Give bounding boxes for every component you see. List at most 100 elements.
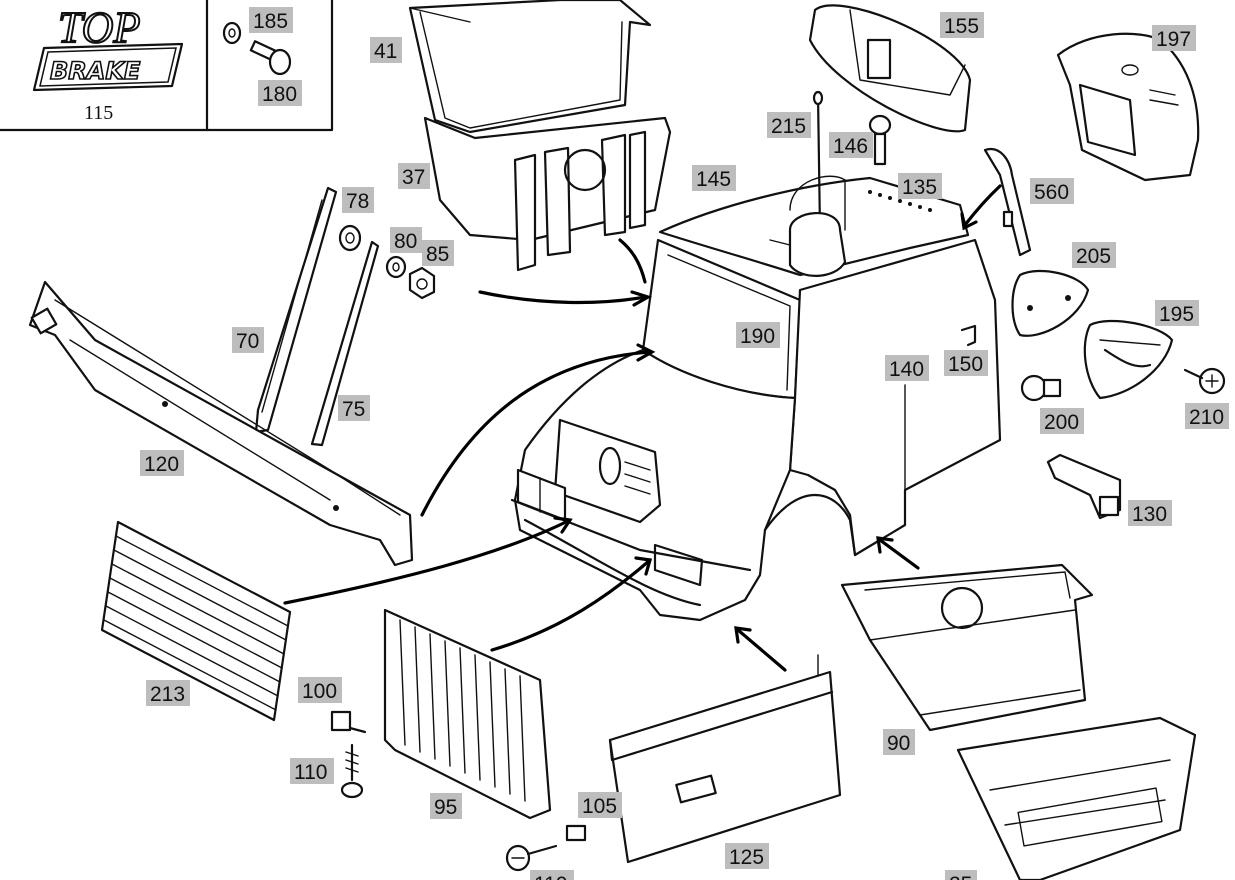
part-label-text: 120 bbox=[144, 453, 179, 476]
part-label-bg bbox=[290, 758, 334, 784]
part-label-bg bbox=[249, 7, 293, 33]
screw-row-icon bbox=[868, 190, 932, 212]
part-label-text: 210 bbox=[1189, 406, 1224, 429]
antenna-icon bbox=[769, 90, 847, 277]
trim-strip-75-icon bbox=[310, 240, 380, 447]
part-label-text: 125 bbox=[729, 846, 764, 869]
part-label-85: 85 bbox=[422, 240, 454, 266]
step-box-25-icon bbox=[956, 716, 1197, 880]
spacer-icon bbox=[338, 224, 362, 252]
part-label-75: 75 bbox=[338, 395, 370, 421]
part-label-bg bbox=[1072, 242, 1116, 268]
part-label-150: 150 bbox=[944, 350, 988, 376]
screw-110b-icon bbox=[505, 844, 558, 872]
part-label-560: 560 bbox=[1030, 178, 1074, 204]
part-label-text: 37 bbox=[402, 166, 425, 189]
cowl-panel-icon bbox=[28, 280, 414, 567]
sun-visor-icon bbox=[808, 4, 972, 133]
part-label-bg bbox=[945, 870, 977, 880]
part-label-bg bbox=[725, 843, 769, 869]
part-label-180: 180 bbox=[258, 80, 302, 106]
part-label-text: 110 bbox=[534, 873, 567, 880]
assembly-arrows bbox=[283, 184, 1002, 672]
part-label-bg bbox=[232, 327, 264, 353]
part-label-bg bbox=[390, 227, 422, 253]
part-label-80: 80 bbox=[390, 227, 422, 253]
part-label-145: 145 bbox=[692, 165, 736, 191]
part-label-text: 180 bbox=[262, 83, 297, 106]
part-label-bg bbox=[398, 163, 430, 189]
nut-icon bbox=[408, 266, 436, 300]
part-label-155: 155 bbox=[940, 12, 984, 38]
clip-100-icon bbox=[330, 710, 367, 734]
part-label-bg bbox=[530, 870, 574, 880]
washer-icon bbox=[222, 21, 242, 45]
part-label-bg bbox=[940, 12, 984, 38]
washer-80-icon bbox=[385, 255, 407, 279]
cab-body bbox=[510, 176, 1002, 622]
trim-strip-70-icon bbox=[254, 186, 338, 434]
part-label-105: 105 bbox=[578, 792, 622, 818]
part-label-195: 195 bbox=[1155, 300, 1199, 326]
part-label-bg bbox=[1128, 500, 1172, 526]
part-label-41: 41 bbox=[370, 37, 402, 63]
clip-icon bbox=[960, 324, 977, 347]
part-label-bg bbox=[1152, 25, 1196, 51]
part-label-text: 130 bbox=[1132, 503, 1167, 526]
part-label-135: 135 bbox=[898, 173, 942, 199]
part-label-text: 190 bbox=[740, 325, 775, 348]
part-label-text: 146 bbox=[833, 135, 868, 158]
part-label-190: 190 bbox=[736, 322, 780, 348]
part-label-text: 100 bbox=[302, 680, 337, 703]
handle-icon bbox=[1046, 453, 1122, 520]
part-label-100: 100 bbox=[298, 677, 342, 703]
part-label-37: 37 bbox=[398, 163, 430, 189]
part-label-130: 130 bbox=[1128, 500, 1172, 526]
step-box-90-icon bbox=[840, 563, 1094, 732]
part-label-bg bbox=[1030, 178, 1074, 204]
lamp-housing-icon bbox=[1083, 319, 1174, 400]
grille-213-icon bbox=[100, 520, 292, 722]
part-label-text: 197 bbox=[1156, 28, 1191, 51]
part-label-bg bbox=[1155, 300, 1199, 326]
part-label-text: 78 bbox=[346, 190, 369, 213]
part-label-120: 120 bbox=[140, 450, 184, 476]
part-label-text: 215 bbox=[771, 115, 806, 138]
part-label-text: 105 bbox=[582, 795, 617, 818]
part-label-text: 150 bbox=[948, 353, 983, 376]
part-label-146: 146 bbox=[829, 132, 873, 158]
part-label-text: 135 bbox=[902, 176, 937, 199]
part-label-95: 95 bbox=[430, 793, 462, 819]
screw-110-icon bbox=[340, 743, 364, 799]
part-label-bg bbox=[342, 187, 374, 213]
part-label-bg bbox=[883, 729, 915, 755]
part-label-bg bbox=[430, 793, 462, 819]
part-label-110a: 110 bbox=[290, 758, 334, 784]
logo-box: TOP BRAKE 115 bbox=[0, 0, 334, 132]
part-label-215: 215 bbox=[767, 112, 811, 138]
knob-icon bbox=[868, 114, 892, 166]
part-label-78: 78 bbox=[342, 187, 374, 213]
part-label-text: 200 bbox=[1044, 411, 1079, 434]
part-label-bg bbox=[1185, 403, 1229, 429]
part-label-bg bbox=[422, 240, 454, 266]
part-label-text: 560 bbox=[1034, 181, 1069, 204]
bolt-icon bbox=[249, 40, 292, 76]
part-label-bg bbox=[898, 173, 942, 199]
part-label-text: 145 bbox=[696, 168, 731, 191]
part-label-text: 25 bbox=[949, 873, 972, 880]
part-label-197: 197 bbox=[1152, 25, 1196, 51]
part-label-bg bbox=[736, 322, 780, 348]
part-label-25: 25 bbox=[945, 870, 977, 880]
part-label-text: 41 bbox=[374, 40, 397, 63]
part-label-200: 200 bbox=[1040, 408, 1084, 434]
part-label-bg bbox=[885, 355, 929, 381]
strap-icon bbox=[983, 147, 1032, 257]
part-label-90: 90 bbox=[883, 729, 915, 755]
part-label-bg bbox=[140, 450, 184, 476]
part-label-bg bbox=[829, 132, 873, 158]
part-label-bg bbox=[258, 80, 302, 106]
part-label-210: 210 bbox=[1185, 403, 1229, 429]
part-label-text: 213 bbox=[150, 683, 185, 706]
